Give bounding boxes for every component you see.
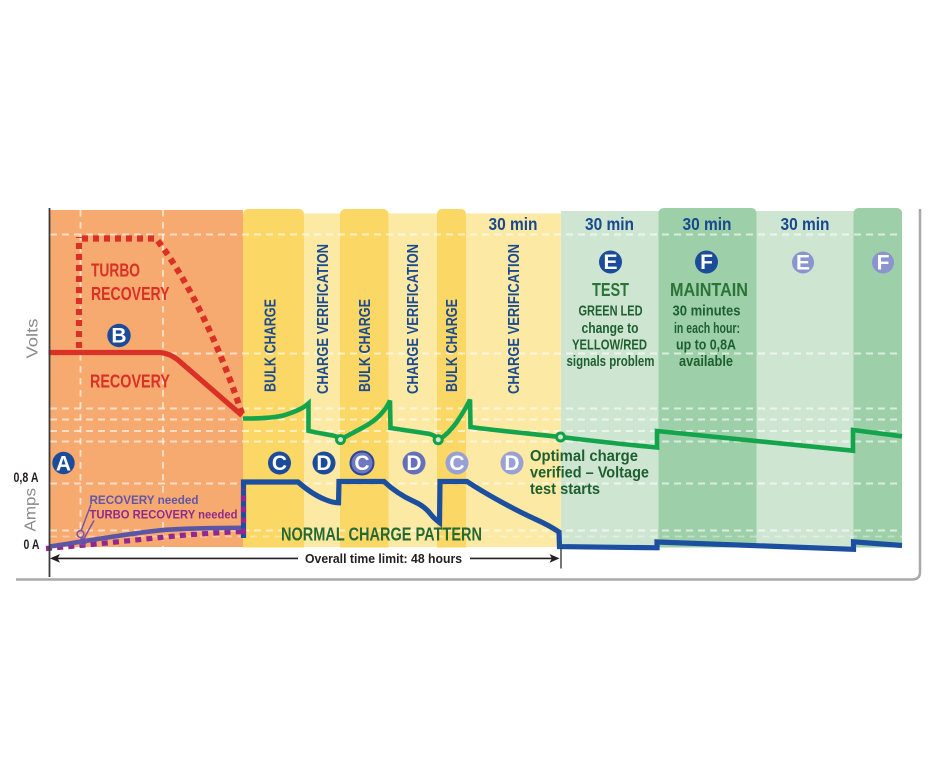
svg-text:RECOVERY: RECOVERY [90, 372, 170, 392]
svg-text:change to: change to [582, 320, 639, 337]
svg-text:C: C [449, 452, 464, 475]
svg-text:C: C [354, 452, 369, 475]
svg-text:in each hour:: in each hour: [674, 320, 740, 337]
svg-text:up to 0,8A: up to 0,8A [676, 337, 736, 354]
svg-text:Optimal charge: Optimal charge [530, 448, 638, 465]
svg-text:BULK CHARGE: BULK CHARGE [444, 299, 461, 392]
svg-text:signals problem: signals problem [567, 353, 655, 370]
svg-text:D: D [504, 452, 519, 475]
svg-text:F: F [877, 252, 890, 275]
svg-text:TURBO RECOVERY needed: TURBO RECOVERY needed [90, 507, 238, 521]
svg-text:MAINTAIN: MAINTAIN [670, 280, 748, 300]
svg-text:E: E [796, 252, 810, 275]
svg-text:0,8 A: 0,8 A [14, 469, 39, 485]
svg-text:E: E [603, 251, 617, 274]
svg-text:F: F [700, 251, 713, 274]
svg-text:30 min: 30 min [781, 214, 830, 234]
svg-text:RECOVERY needed: RECOVERY needed [90, 493, 199, 507]
svg-text:Volts: Volts [25, 319, 42, 359]
svg-text:D: D [406, 452, 421, 475]
svg-text:YELLOW/RED: YELLOW/RED [572, 337, 647, 354]
svg-text:D: D [316, 452, 331, 475]
svg-text:RECOVERY: RECOVERY [91, 284, 170, 304]
svg-text:30 minutes: 30 minutes [673, 303, 741, 320]
svg-text:TEST: TEST [592, 280, 629, 300]
svg-text:BULK CHARGE: BULK CHARGE [357, 299, 374, 392]
svg-text:B: B [111, 325, 126, 348]
svg-text:30 min: 30 min [489, 214, 538, 234]
svg-text:verified – Voltage: verified – Voltage [530, 465, 649, 482]
svg-text:Overall time limit: 48 hours: Overall time limit: 48 hours [305, 552, 462, 566]
svg-text:Amps: Amps [23, 488, 40, 532]
svg-text:30 min: 30 min [683, 214, 732, 234]
svg-text:C: C [272, 452, 287, 475]
svg-text:TURBO: TURBO [91, 261, 140, 281]
svg-text:30 min: 30 min [585, 214, 634, 234]
svg-text:CHARGE VERIFICATION: CHARGE VERIFICATION [315, 244, 332, 394]
svg-text:0 A: 0 A [24, 536, 40, 552]
svg-text:test starts: test starts [530, 481, 600, 498]
svg-text:CHARGE VERIFICATION: CHARGE VERIFICATION [506, 244, 523, 394]
svg-text:GREEN LED: GREEN LED [579, 303, 643, 320]
svg-text:NORMAL CHARGE PATTERN: NORMAL CHARGE PATTERN [281, 525, 482, 545]
svg-text:BULK CHARGE: BULK CHARGE [263, 299, 280, 392]
svg-text:A: A [56, 453, 71, 476]
svg-text:available: available [679, 353, 733, 370]
svg-text:CHARGE VERIFICATION: CHARGE VERIFICATION [405, 244, 422, 394]
